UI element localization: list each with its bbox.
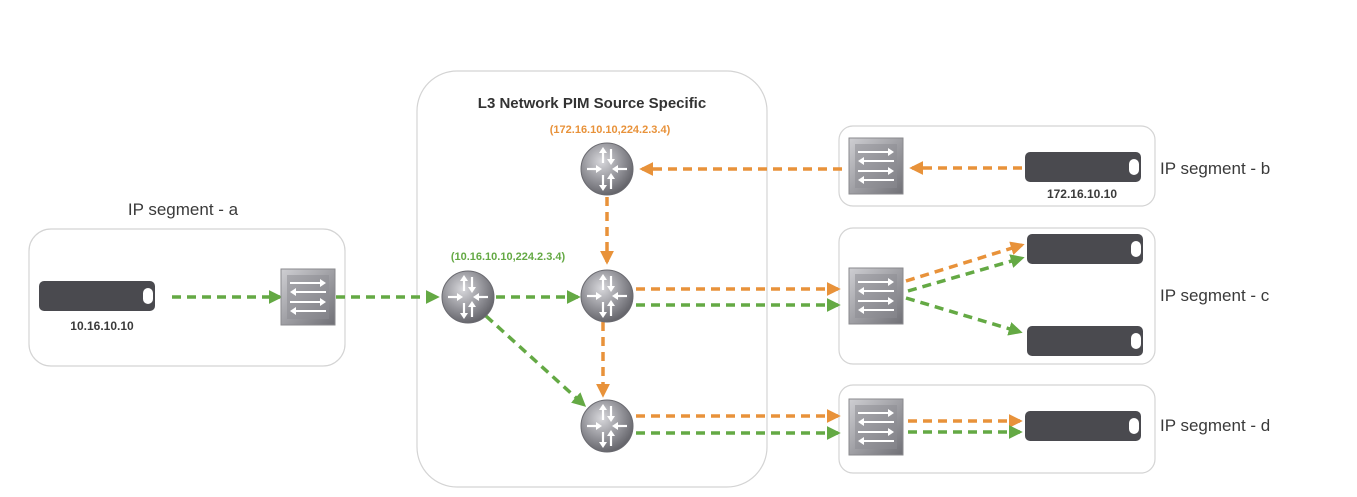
server-icon: [1027, 234, 1143, 264]
orange-link-switch-c-server-1: [905, 241, 1025, 283]
router-icon: [579, 268, 635, 324]
route-label-orange: (172.16.10.10,224.2.3.4): [550, 124, 671, 136]
server-icon: [1025, 411, 1141, 441]
green-link-switch-c-server-2: [905, 296, 1023, 336]
server-icon: [1027, 326, 1143, 356]
server-icon: [1025, 152, 1141, 182]
switch-icon: [848, 398, 904, 456]
router-icon: [579, 398, 635, 454]
router-icon: [440, 269, 496, 325]
segment-c-label: IP segment - c: [1160, 286, 1270, 305]
segment-b-box: [838, 125, 1156, 207]
segment-b-label: IP segment - b: [1160, 159, 1270, 178]
network-title: L3 Network PIM Source Specific: [478, 95, 706, 112]
segment-b-host-ip: 172.16.10.10: [1047, 187, 1117, 201]
switch-icon: [848, 267, 904, 325]
orange-flow: [596, 161, 1025, 428]
server-icon: [39, 281, 155, 311]
green-flow: [172, 254, 1025, 440]
route-label-green: (10.16.10.10,224.2.3.4): [451, 251, 566, 263]
switch-icon: [848, 137, 904, 195]
switch-icon: [280, 268, 336, 326]
router-icon: [579, 141, 635, 197]
segment-a-label: IP segment - a: [128, 200, 239, 219]
segment-a-host-ip: 10.16.10.10: [70, 319, 134, 333]
green-link-switch-c-server-1: [907, 254, 1025, 293]
green-link-left-bottom: [484, 314, 587, 407]
segment-d-label: IP segment - d: [1160, 416, 1270, 435]
